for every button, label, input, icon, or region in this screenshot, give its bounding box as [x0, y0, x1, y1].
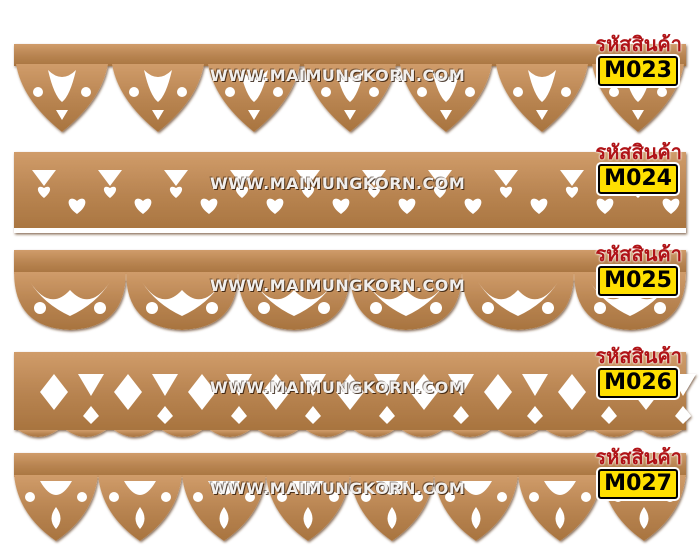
- product-code: M025: [598, 266, 678, 296]
- product-panel-m026: WWW.MAIMUNGKORN.COM รหัสสินค้า M026: [14, 344, 696, 442]
- watermark: WWW.MAIMUNGKORN.COM: [210, 66, 466, 85]
- product-panel-m024: WWW.MAIMUNGKORN.COM รหัสสินค้า M024: [14, 140, 686, 233]
- watermark: WWW.MAIMUNGKORN.COM: [210, 378, 466, 397]
- product-panel-m023: WWW.MAIMUNGKORN.COM รหัสสินค้า M023: [14, 32, 686, 140]
- product-code: M023: [598, 56, 678, 86]
- carved-trim-m027: [14, 453, 686, 541]
- watermark: WWW.MAIMUNGKORN.COM: [210, 276, 466, 295]
- product-panel-m025: WWW.MAIMUNGKORN.COM รหัสสินค้า M025: [14, 242, 686, 335]
- product-code-label: รหัสสินค้า: [595, 344, 682, 368]
- product-code: M027: [598, 469, 678, 499]
- heart-cutouts: [14, 170, 686, 233]
- carved-trim-m024: [14, 152, 686, 233]
- product-code-label: รหัสสินค้า: [595, 140, 682, 164]
- watermark: WWW.MAIMUNGKORN.COM: [210, 479, 466, 498]
- product-code: M024: [598, 164, 678, 194]
- product-code: M026: [598, 368, 678, 398]
- carved-trim-m026: [14, 352, 696, 437]
- watermark: WWW.MAIMUNGKORN.COM: [210, 174, 466, 193]
- diamond-cutouts: [18, 374, 696, 437]
- carved-trim-m025: [14, 250, 686, 330]
- product-code-label: รหัสสินค้า: [595, 32, 682, 56]
- scroll-arches: [14, 272, 686, 330]
- product-code-label: รหัสสินค้า: [595, 445, 682, 469]
- product-code-label: รหัสสินค้า: [595, 242, 682, 266]
- carved-trim-m023: [14, 44, 686, 132]
- product-panel-m027: WWW.MAIMUNGKORN.COM รหัสสินค้า M027: [14, 445, 686, 548]
